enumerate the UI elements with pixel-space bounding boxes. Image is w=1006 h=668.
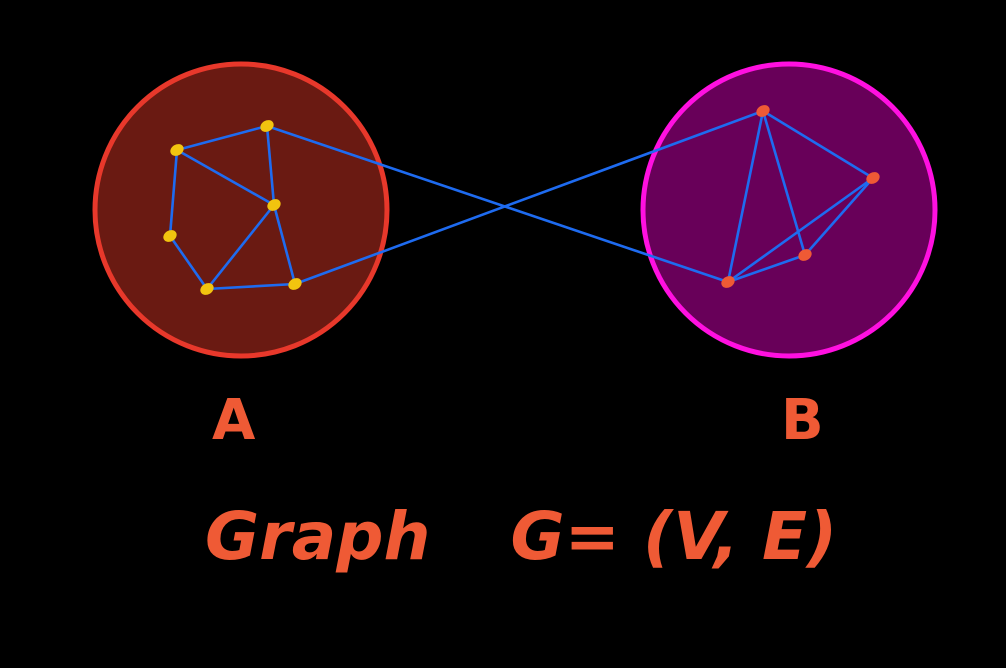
- edge-a1-a4: [168, 148, 179, 238]
- set-b-circle: [640, 61, 938, 359]
- vertex-b4: [721, 276, 735, 288]
- edge-b2-b4: [726, 176, 875, 284]
- vertex-a3: [267, 199, 281, 211]
- caption-formula: G= (V, E): [510, 498, 838, 575]
- set-a-circle: [92, 61, 390, 359]
- edge-a6-b1: [293, 109, 765, 286]
- vertex-b3: [798, 249, 812, 261]
- vertices-layer: [163, 105, 880, 295]
- vertex-a1: [170, 144, 184, 156]
- edge-b1-b2: [761, 109, 875, 180]
- caption-word: Graph: [205, 498, 431, 575]
- edge-a4-a5: [168, 234, 209, 291]
- edge-a2-a3: [265, 124, 276, 207]
- edge-a5-a6: [205, 282, 297, 291]
- edge-a1-a2: [175, 124, 269, 152]
- sets-layer: [92, 61, 938, 359]
- vertex-a6: [288, 278, 302, 290]
- edge-a2-b4: [265, 124, 730, 284]
- edge-a5-a3: [205, 203, 276, 291]
- edge-b1-b4: [726, 109, 765, 284]
- edge-a1-a3: [175, 148, 276, 207]
- vertex-a2: [260, 120, 274, 132]
- graph-caption: Graph G= (V, E): [205, 498, 837, 575]
- edge-b2-b3: [803, 176, 875, 257]
- set-b-label: B: [781, 388, 824, 453]
- set-a-label: A: [212, 388, 256, 453]
- vertex-b2: [866, 172, 880, 184]
- vertex-a4: [163, 230, 177, 242]
- vertex-b1: [756, 105, 770, 117]
- edge-b3-b4: [726, 253, 807, 284]
- edges-layer: [168, 109, 875, 291]
- vertex-a5: [200, 283, 214, 295]
- edge-a3-a6: [272, 203, 297, 286]
